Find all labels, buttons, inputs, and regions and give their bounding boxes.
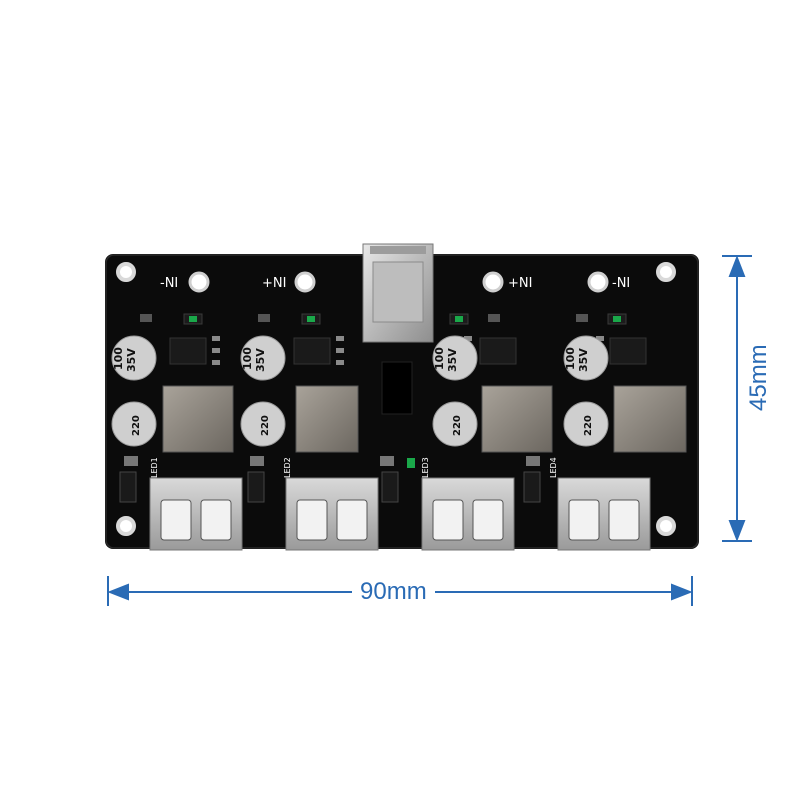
svg-text:220: 220 [260, 415, 271, 436]
mounting-holes [116, 262, 676, 536]
channel-2: 100 35V 220 LED2 [240, 313, 379, 551]
svg-text:100: 100 [564, 347, 577, 370]
svg-text:100: 100 [241, 347, 254, 370]
width-dimension-label: 90mm [352, 578, 435, 606]
center-chip [381, 361, 413, 415]
svg-text:220: 220 [452, 415, 463, 436]
pcb-board: -NI +NI +NI -NI 100 35V 220 LED1 [105, 243, 699, 551]
input-label-2: +NI [262, 276, 286, 291]
input-pads [188, 271, 609, 293]
svg-text:100: 100 [112, 347, 125, 370]
height-dimension-label: 45mm [745, 343, 773, 419]
led-label-3: LED3 [421, 457, 430, 478]
channel-3: 100 35V 220 LED3 [380, 313, 553, 551]
input-label-4: -NI [612, 276, 630, 291]
svg-text:100: 100 [433, 347, 446, 370]
svg-text:220: 220 [583, 415, 594, 436]
svg-text:35V: 35V [125, 348, 138, 372]
led-label-2: LED2 [283, 457, 292, 478]
svg-text:35V: 35V [446, 348, 459, 372]
input-label-1: -NI [160, 276, 178, 291]
input-label-3: +NI [508, 276, 532, 291]
svg-text:35V: 35V [577, 348, 590, 372]
channel-1: 100 35V 220 LED1 [111, 313, 243, 551]
svg-text:35V: 35V [254, 348, 267, 372]
channel-4: 100 35V 220 LED4 [523, 313, 687, 551]
top-connector [362, 243, 434, 343]
led-label-1: LED1 [150, 457, 159, 478]
led-label-4: LED4 [549, 457, 558, 478]
svg-text:220: 220 [131, 415, 142, 436]
